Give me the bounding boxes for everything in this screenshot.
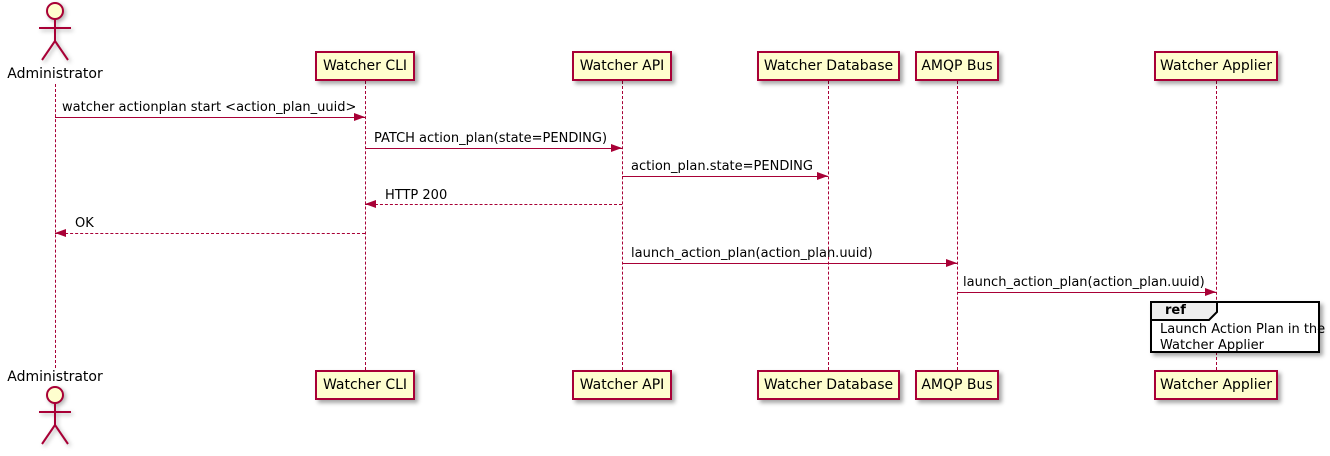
message-line (957, 292, 1216, 293)
actor-label-top: Administrator (7, 66, 103, 82)
message-line (55, 233, 365, 234)
participant-label: Watcher CLI (322, 377, 408, 393)
participant-amqp-bus-bottom: AMQP Bus (915, 370, 999, 400)
ref-text-line1: Launch Action Plan in the (1160, 322, 1326, 337)
message-label: watcher actionplan start <action_plan_uu… (62, 100, 357, 115)
ref-text-line2: Watcher Applier (1160, 338, 1264, 353)
actor-icon (39, 386, 71, 445)
participant-watcher-cli-bottom: Watcher CLI (315, 370, 415, 400)
arrowhead-icon (354, 113, 365, 121)
ref-header-pentagon-icon (1150, 301, 1218, 321)
participant-amqp-bus-top: AMQP Bus (915, 51, 999, 81)
participant-label: Watcher CLI (322, 58, 408, 74)
participant-label: Watcher Database (763, 377, 894, 393)
participant-label: Watcher Applier (1160, 58, 1272, 74)
arrowhead-icon (365, 200, 376, 208)
arrowhead-icon (1205, 288, 1216, 296)
actor-label-bottom: Administrator (7, 369, 103, 385)
actor-icon (39, 2, 71, 61)
participant-label: Watcher Database (763, 58, 894, 74)
ref-keyword: ref (1165, 303, 1186, 318)
lifeline-watcher-cli (365, 81, 366, 370)
participant-label: AMQP Bus (921, 58, 993, 74)
message-line (365, 204, 622, 205)
message-label: PATCH action_plan(state=PENDING) (374, 131, 608, 146)
message-label: action_plan.state=PENDING (631, 159, 813, 174)
participant-watcher-api-top: Watcher API (572, 51, 672, 81)
lifeline-watcher-database (828, 81, 829, 370)
participant-label: AMQP Bus (921, 377, 993, 393)
participant-label: Watcher Applier (1160, 377, 1272, 393)
message-line (365, 148, 622, 149)
arrowhead-icon (946, 259, 957, 267)
participant-label: Watcher API (579, 58, 665, 74)
participant-watcher-cli-top: Watcher CLI (315, 51, 415, 81)
ref-fragment: ref Launch Action Plan in the Watcher Ap… (1150, 301, 1325, 353)
participant-watcher-applier-bottom: Watcher Applier (1154, 370, 1278, 400)
message-line (55, 117, 366, 118)
participant-watcher-applier-top: Watcher Applier (1154, 51, 1278, 81)
message-label: launch_action_plan(action_plan.uuid) (631, 246, 873, 261)
arrowhead-icon (611, 144, 622, 152)
lifeline-watcher-api (622, 81, 623, 370)
message-line (622, 176, 828, 177)
message-label: launch_action_plan(action_plan.uuid) (963, 275, 1205, 290)
message-label: HTTP 200 (385, 188, 448, 203)
participant-watcher-database-bottom: Watcher Database (757, 370, 900, 400)
message-line (622, 263, 957, 264)
participant-watcher-api-bottom: Watcher API (572, 370, 672, 400)
lifeline-watcher-applier (1216, 81, 1217, 370)
participant-label: Watcher API (579, 377, 665, 393)
arrowhead-icon (817, 172, 828, 180)
participant-watcher-database-top: Watcher Database (757, 51, 900, 81)
lifeline-administrator (55, 84, 56, 368)
arrowhead-icon (55, 229, 66, 237)
message-label: OK (75, 216, 94, 231)
lifeline-amqp-bus (957, 81, 958, 370)
